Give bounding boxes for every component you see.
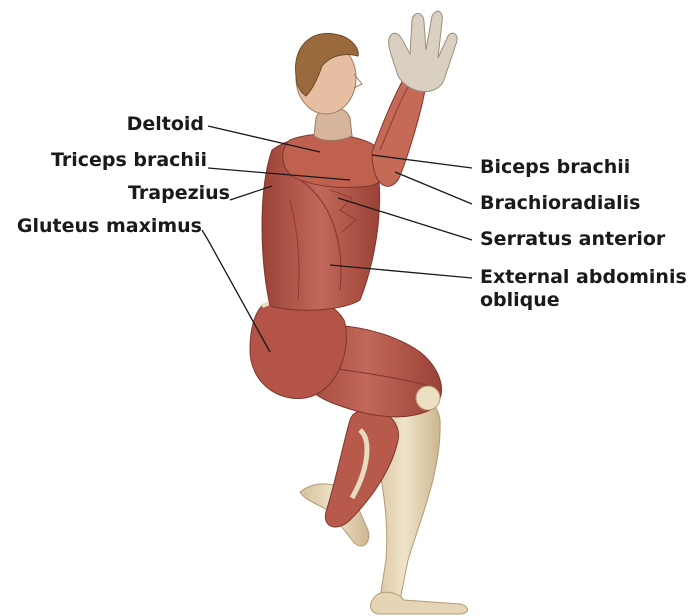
label-triceps-brachii: Triceps brachii: [51, 149, 207, 171]
gluteus-leader: [202, 230, 270, 352]
label-external-abdominis-oblique-1: External abdominis: [480, 266, 687, 288]
brachioradialis-leader: [395, 172, 472, 204]
label-external-abdominis-oblique-2: oblique: [480, 289, 560, 311]
hands: [389, 11, 457, 91]
label-deltoid: Deltoid: [127, 113, 204, 135]
head: [295, 33, 362, 140]
label-serratus-anterior: Serratus anterior: [480, 228, 665, 250]
label-brachioradialis: Brachioradialis: [480, 192, 641, 214]
label-biceps-brachii: Biceps brachii: [480, 156, 630, 178]
upper-arm: [283, 134, 387, 187]
label-trapezius: Trapezius: [128, 182, 230, 204]
label-gluteus-maximus: Gluteus maximus: [17, 215, 202, 237]
